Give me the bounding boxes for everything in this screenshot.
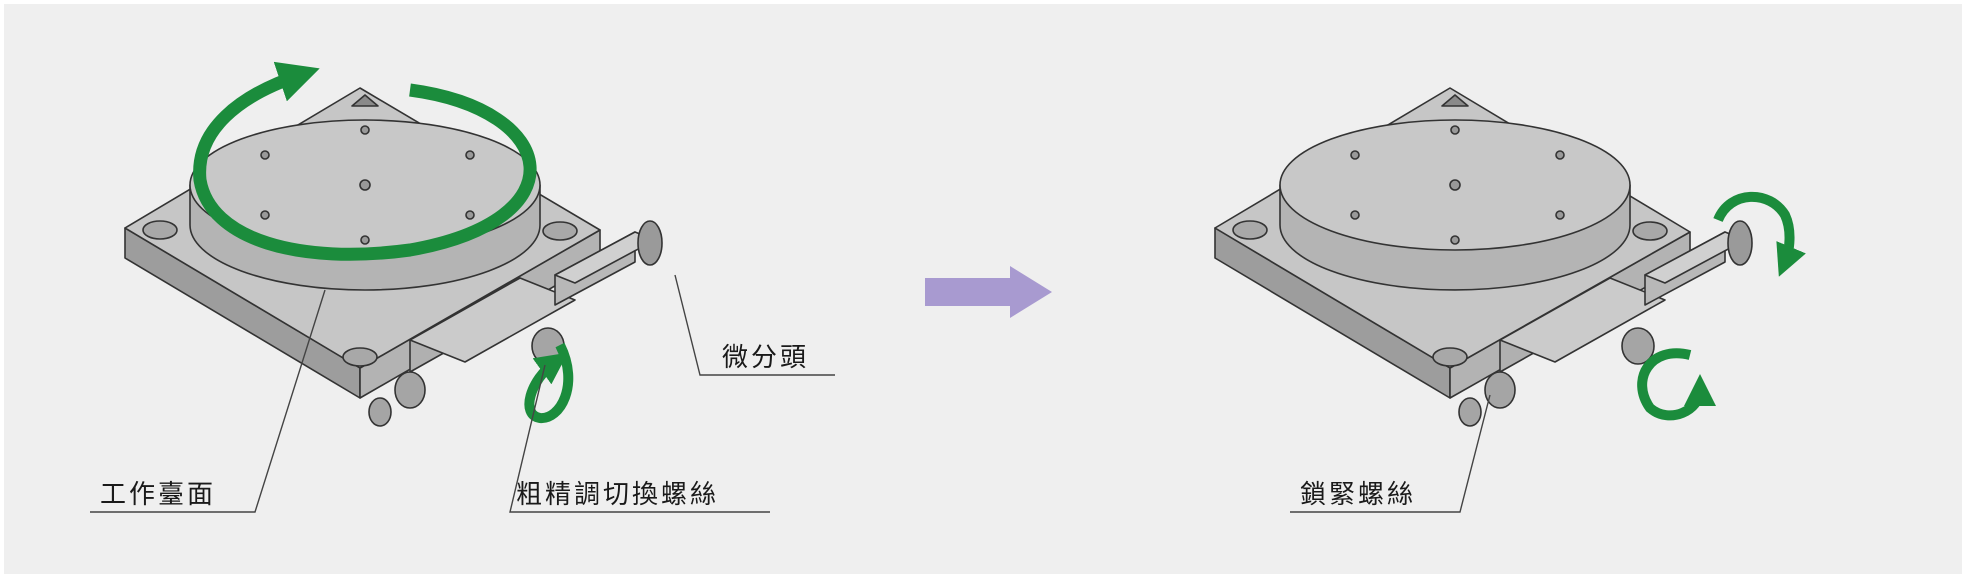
table-rotation-arrow-icon [193,61,537,261]
right-arrow-icon [925,266,1052,318]
left-leader-lines [90,274,835,513]
right-table-top [1279,94,1631,291]
label-work-table: 工作臺面 [100,480,217,510]
micrometer-head-leader [674,274,835,376]
micrometer-rotation-arrow-icon [1713,191,1806,277]
label-micrometer-head: 微分頭 [722,343,810,373]
right-rotation-stage [1214,87,1753,427]
label-coarse-fine-switch-screw: 粗精調切換螺絲 [516,480,720,510]
left-rotation-stage [124,87,663,427]
left-corner-holes [142,220,578,367]
lock-screw-leader [1290,394,1491,513]
work-table-leader [90,289,326,513]
left-knob-rotation-arrow-icon [524,342,574,423]
coarse-fine-switch-leader [509,364,770,513]
label-lock-screw: 鎖緊螺絲 [1300,480,1417,510]
right-knob-rotation-arrow-icon [1637,348,1716,421]
left-table-top [189,94,541,291]
left-micrometer-block [368,220,663,427]
right-leader-lines [1290,394,1491,513]
right-micrometer-block [1458,220,1753,427]
right-corner-holes [1232,220,1668,367]
